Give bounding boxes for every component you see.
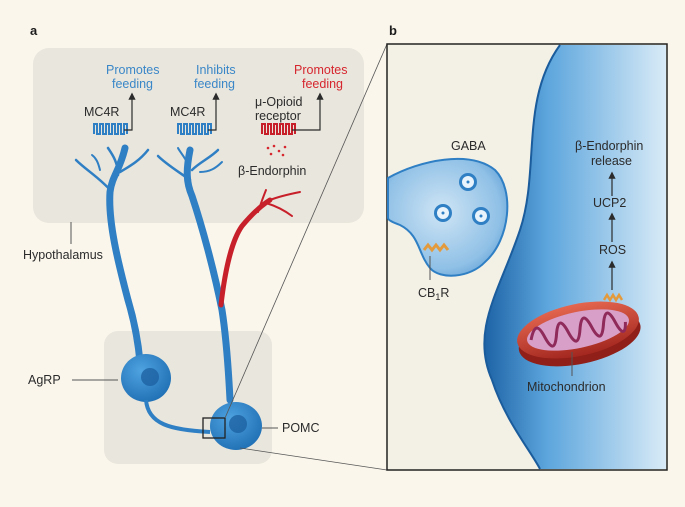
gaba-label: GABA bbox=[451, 139, 486, 153]
mc4r-right-label: MC4R bbox=[170, 105, 205, 119]
mc4r-right-receptor bbox=[177, 123, 212, 135]
agrp-dendrites bbox=[74, 144, 150, 366]
endorphin-label: β-Endorphin bbox=[238, 164, 306, 178]
mc4r-left-arrow bbox=[124, 92, 136, 131]
pomc-label: POMC bbox=[282, 421, 320, 435]
pomc-cell-membrane bbox=[483, 44, 561, 470]
mitochondrion bbox=[517, 301, 641, 367]
ros-label: ROS bbox=[599, 243, 626, 257]
effect-right-line1: Promotes bbox=[294, 63, 348, 77]
pomc-dendrites bbox=[156, 146, 234, 404]
pomc-cell-body bbox=[484, 45, 666, 469]
mitochondrion-label: Mitochondrion bbox=[527, 380, 606, 394]
opioid-arrow bbox=[292, 92, 324, 131]
cb1r-receptor bbox=[422, 242, 450, 253]
endorphin-axon bbox=[218, 189, 301, 308]
effect-middle-line1: Inhibits bbox=[196, 63, 236, 77]
pathway-label-line2: release bbox=[591, 154, 632, 168]
zoom-line-bottom bbox=[239, 447, 388, 471]
panel-a-letter: a bbox=[30, 23, 38, 38]
cb1r-label: CB1R bbox=[418, 286, 449, 302]
zoom-line-top bbox=[224, 43, 388, 419]
agrp-axon bbox=[144, 399, 211, 434]
opioid-label-line2: receptor bbox=[255, 109, 301, 123]
opioid-label-line1: μ-Opioid bbox=[255, 95, 303, 109]
zoom-box bbox=[202, 417, 226, 439]
endorphin-dots bbox=[266, 144, 287, 157]
panel-b-letter: b bbox=[389, 23, 397, 38]
pomc-nucleus bbox=[229, 415, 247, 433]
agrp-label: AgRP bbox=[28, 373, 61, 387]
ucp2-label: UCP2 bbox=[593, 196, 626, 210]
pathway-label-line1: β-Endorphin bbox=[575, 139, 643, 153]
ucp2-channel bbox=[602, 292, 624, 303]
opioid-receptor bbox=[261, 123, 296, 135]
mc4r-right-arrow bbox=[208, 92, 220, 131]
effect-right-line2: feeding bbox=[302, 77, 343, 91]
mc4r-left-label: MC4R bbox=[84, 105, 119, 119]
effect-left-line1: Promotes bbox=[106, 63, 160, 77]
agrp-nucleus bbox=[141, 368, 159, 386]
effect-middle-line2: feeding bbox=[194, 77, 235, 91]
hypothalamus-label: Hypothalamus bbox=[23, 248, 103, 262]
gaba-vesicles bbox=[434, 173, 490, 225]
mc4r-left-receptor bbox=[93, 123, 128, 135]
effect-left-line2: feeding bbox=[112, 77, 153, 91]
